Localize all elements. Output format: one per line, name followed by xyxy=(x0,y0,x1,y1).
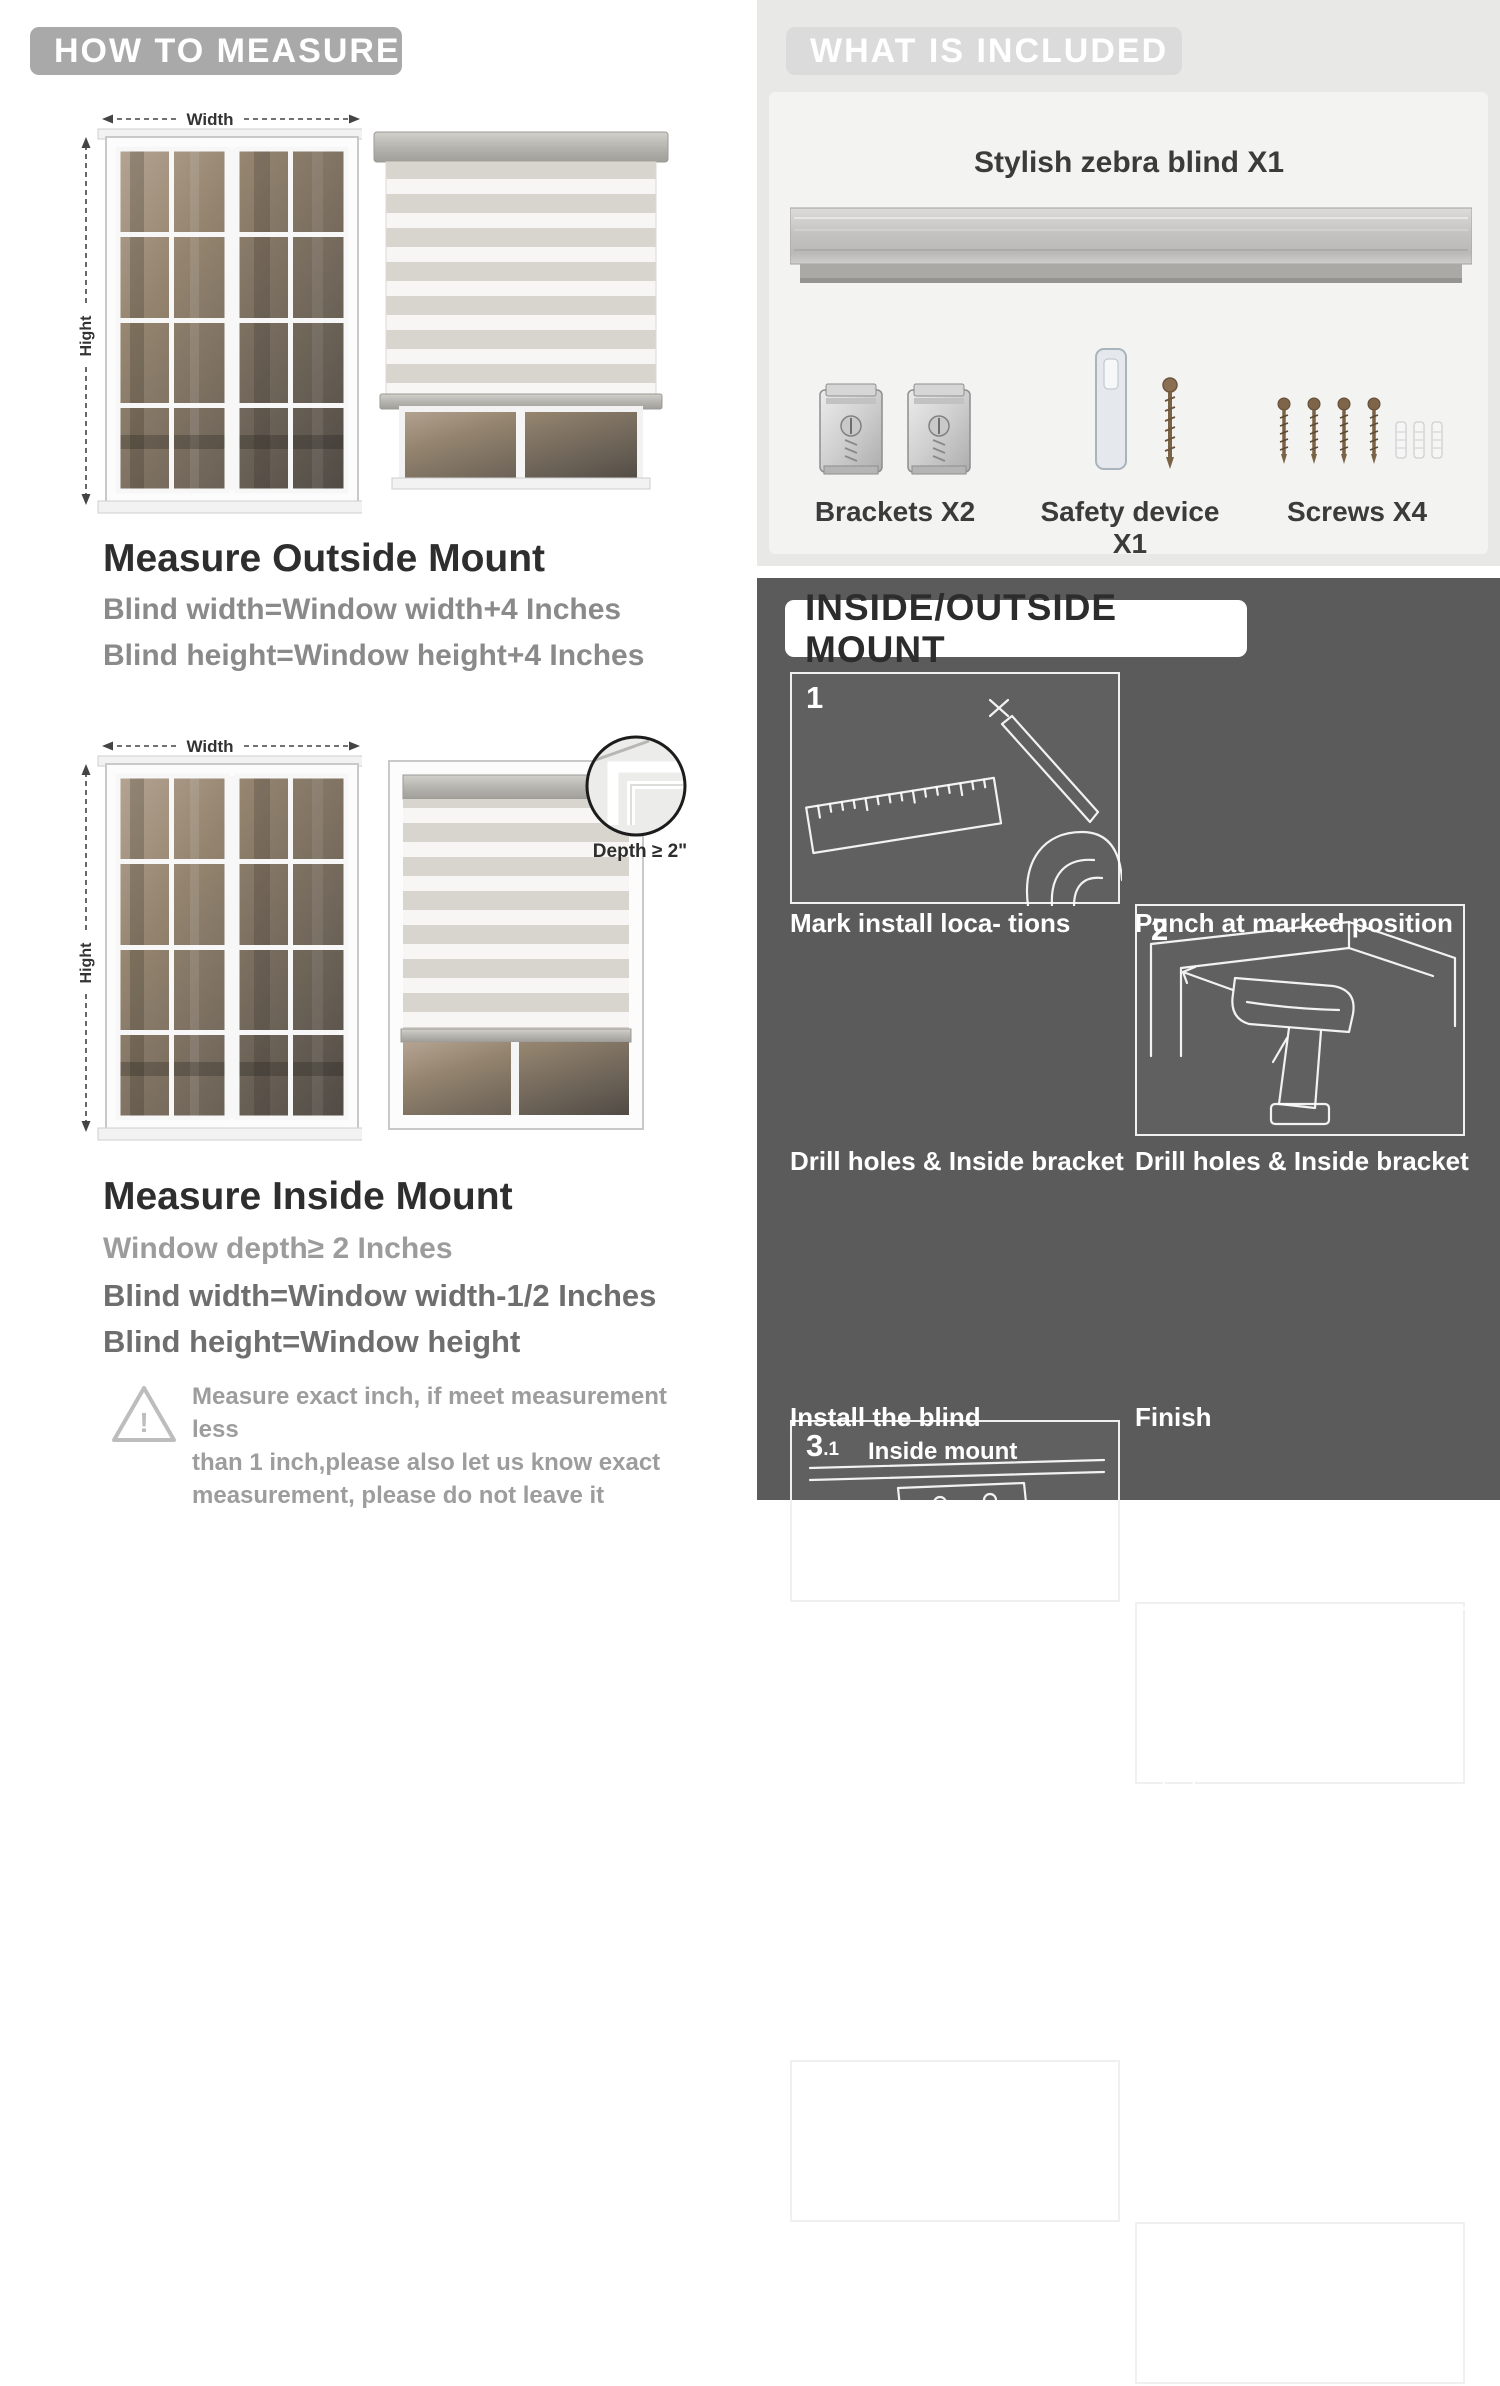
inside-mount-title: Measure Inside Mount xyxy=(103,1175,513,1218)
brackets-icon xyxy=(819,383,971,475)
inside-mount-line-2: Blind width=Window width-1/2 Inches xyxy=(103,1278,657,1313)
step-number-text: 3 xyxy=(1151,1610,1169,1645)
screws-icon xyxy=(1277,397,1443,464)
step-3-2-label: Outside mount xyxy=(1213,1620,1383,1647)
outside-mount-line-2: Blind height=Window height+4 Inches xyxy=(103,639,645,672)
measure-arrowheads xyxy=(81,741,360,1132)
brackets-label: Brackets X2 xyxy=(814,496,976,527)
how-to-measure-section: HOW TO MEASURE Width Hight xyxy=(0,0,755,1509)
mount-section-header: INSIDE/OUTSIDE MOUNT xyxy=(785,587,1247,670)
step-1-number: 1 xyxy=(806,682,823,713)
width-label: Width xyxy=(186,110,233,129)
step-4-caption: Install the blind xyxy=(790,1402,981,1432)
step-sub-text: .1 xyxy=(823,1439,840,1460)
warning-triangle-icon: ! xyxy=(112,1386,176,1442)
window-muntins xyxy=(118,149,346,491)
depth-detail-circle xyxy=(585,735,687,837)
step-2-panel: 2 xyxy=(1135,904,1465,1136)
inside-mount-line-3: Blind height=Window height xyxy=(103,1324,521,1359)
outside-mount-window-illustration: Width Hight xyxy=(78,110,362,514)
height-label: Hight xyxy=(78,315,95,357)
note-line-2: than 1 inch,please also let us know exac… xyxy=(192,1449,661,1476)
how-to-measure-header: HOW TO MEASURE xyxy=(30,27,402,75)
step-5-number: 5 xyxy=(1151,2232,1168,2263)
step-4-number: 4 xyxy=(806,2070,823,2101)
step-4-panel: 4 xyxy=(790,2060,1120,2222)
step-1-panel: 1 xyxy=(790,672,1122,906)
step-3-1-label: Inside mount xyxy=(868,1438,1018,1465)
inside-mount-blind-illustration xyxy=(388,760,644,1130)
mount-steps-section: INSIDE/OUTSIDE MOUNT 1 2 xyxy=(757,578,1500,2384)
step-3-1-number: 3 .1 xyxy=(806,1430,839,1461)
warning-exclamation: ! xyxy=(139,1407,148,1438)
step-3-2-number: 3 .2 xyxy=(1151,1612,1184,1643)
step-1-illustration xyxy=(805,698,1122,906)
step-number-text: 5 xyxy=(1151,2230,1169,2265)
outside-mount-line-1: Blind width=Window width+4 Inches xyxy=(103,593,622,626)
included-content-panel xyxy=(769,92,1488,554)
note-line-1: Measure exact inch, if meet measurement … xyxy=(192,1383,667,1443)
step-number-text: 4 xyxy=(806,2068,824,2103)
step-3-2-panel: 3 .2 Outside mount xyxy=(1135,1602,1467,1786)
outside-mount-blind-illustration xyxy=(373,131,669,490)
step-number-text: 3 xyxy=(806,1428,824,1463)
safety-device-icon xyxy=(1095,348,1178,470)
note-line-3: measurement, please do not leave it xyxy=(192,1482,605,1509)
step-2-caption: Punch at marked position xyxy=(1135,908,1453,938)
step-3-1-panel: 3 .1 Inside mount xyxy=(790,1420,1120,1602)
step-2-number: 2 xyxy=(1151,914,1168,945)
safety-device-label: Safety device X1 xyxy=(1040,496,1220,559)
width-label: Width xyxy=(186,737,233,756)
step-1-caption: Mark install loca- tions xyxy=(790,908,1071,938)
blind-label: Stylish zebra blind X1 xyxy=(973,146,1285,179)
window-muntins xyxy=(118,776,346,1118)
wall-anchors xyxy=(1395,421,1443,459)
measure-note: Measure exact inch, if meet measurement … xyxy=(192,1380,682,1512)
step-number-text: 1 xyxy=(806,680,824,715)
step-3-1-caption: Drill holes & Inside bracket xyxy=(790,1146,1124,1176)
step-5-panel: 5 xyxy=(1135,2222,1465,2384)
screws-label: Screws X4 xyxy=(1286,496,1428,527)
headrail-illustration xyxy=(790,207,1472,283)
step-5-illustration xyxy=(1159,2234,1443,2364)
inside-mount-window-illustration: Width Hight xyxy=(78,737,362,1141)
step-3-2-caption: Drill holes & Inside bracket xyxy=(1135,1146,1469,1176)
step-2-illustration xyxy=(1149,920,1457,1126)
step-4-illustration xyxy=(816,2074,1084,2216)
what-is-included-header: WHAT IS INCLUDED xyxy=(786,27,1182,75)
inside-mount-line-1: Window depth≥ 2 Inches xyxy=(103,1232,453,1265)
outside-mount-title: Measure Outside Mount xyxy=(103,537,546,580)
step-number-text: 2 xyxy=(1151,912,1169,947)
step-sub-text: .2 xyxy=(1168,1621,1185,1642)
depth-label: Depth ≥ 2" xyxy=(592,841,688,862)
step-5-caption: Finish xyxy=(1135,1402,1212,1432)
measure-arrowheads xyxy=(81,114,360,505)
what-is-included-section: WHAT IS INCLUDED Stylish zebra blind X1 xyxy=(757,0,1500,566)
height-label: Hight xyxy=(78,942,95,984)
